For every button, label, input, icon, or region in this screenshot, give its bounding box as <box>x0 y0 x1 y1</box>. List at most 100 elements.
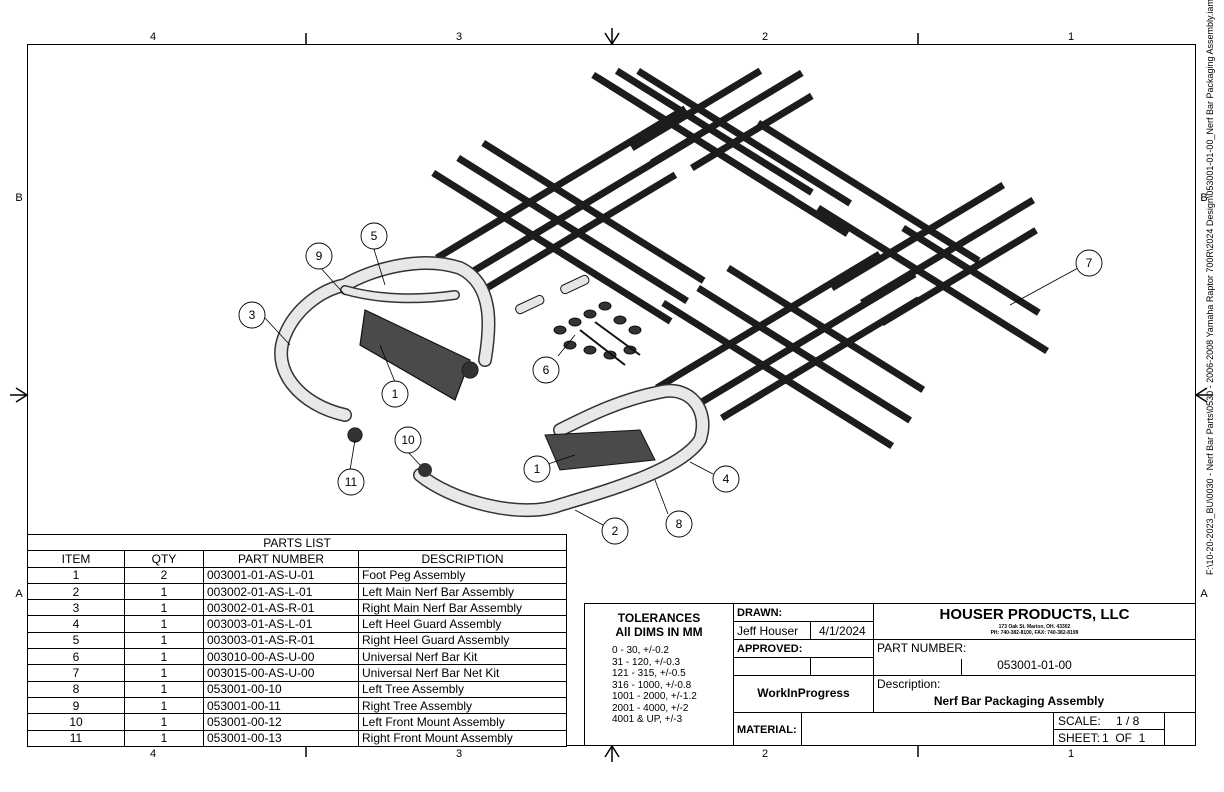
header-description: DESCRIPTION <box>358 550 567 568</box>
description-cell: Universal Nerf Bar Net Kit <box>358 664 567 682</box>
qty-cell: 1 <box>124 648 204 666</box>
part-number-cell: 003001-01-AS-U-01 <box>203 566 359 584</box>
qty-cell: 1 <box>124 631 204 650</box>
parts-list-header: ITEM QTY PART NUMBER DESCRIPTION <box>27 550 567 568</box>
tolerances-block: TOLERANCES All DIMS IN MM 0 - 30, +/-0.2… <box>584 603 734 746</box>
qty-cell: 1 <box>124 599 204 617</box>
company-phone: PH: 740-382-8100, FAX: 740-382-8199 <box>990 630 1079 636</box>
part-number-cell: 003003-01-AS-R-01 <box>203 631 359 650</box>
drawn-by-cell: Jeff Houser <box>733 621 811 640</box>
part-number-cell: 003002-01-AS-L-01 <box>203 582 359 601</box>
item-cell: 2 <box>27 582 125 601</box>
zone-left-b: B <box>15 192 23 204</box>
description-cell: Right Tree Assembly <box>358 696 567 715</box>
qty-cell: 1 <box>124 696 204 715</box>
company-cell: HOUSER PRODUCTS, LLC 173 Oak St. Marion,… <box>873 603 1196 640</box>
approved-label-cell: APPROVED: <box>733 639 874 658</box>
tolerances-units: All DIMS IN MM <box>615 625 703 639</box>
description-cell: Left Main Nerf Bar Assembly <box>358 582 567 601</box>
sheet-cell: SHEET: 1 OF 1 <box>1053 729 1165 746</box>
net-straps <box>431 67 1049 450</box>
tolerance-line: 31 - 120, +/-0.3 <box>612 656 681 668</box>
part-number-label: PART NUMBER: <box>877 641 967 655</box>
zone-right-a: A <box>1200 588 1208 600</box>
balloon-10: 10 <box>401 433 415 447</box>
balloon-4: 4 <box>722 472 730 486</box>
balloon-5: 5 <box>370 229 378 243</box>
drawn-label-cell: DRAWN: <box>733 603 874 622</box>
status-cell: WorkInProgress <box>733 675 874 713</box>
parts-list-table: PARTS LIST ITEM QTY PART NUMBER DESCRIPT… <box>27 533 567 747</box>
part-number-cell: 053001-00-13 <box>203 729 359 747</box>
tolerance-line: 1001 - 2000, +/-1.2 <box>612 691 697 702</box>
drawn-by: Jeff Houser <box>737 624 799 638</box>
part-number-cell: 053001-00-10 <box>203 680 359 698</box>
qty-cell: 1 <box>124 615 204 633</box>
right-nerf-bar <box>274 256 496 443</box>
description-cell: Right Main Nerf Bar Assembly <box>358 599 567 617</box>
description-cell: Description: Nerf Bar Packaging Assembly <box>873 675 1196 713</box>
header-item: ITEM <box>27 550 125 568</box>
tolerances-title: TOLERANCES <box>617 611 701 625</box>
zone-bottom-4: 4 <box>149 748 157 760</box>
zone-bottom-3: 3 <box>455 748 463 760</box>
part-number-cell: 003002-01-AS-R-01 <box>203 599 359 617</box>
header-part-number: PART NUMBER <box>203 550 359 568</box>
part-number-cell: 003003-01-AS-L-01 <box>203 615 359 633</box>
tolerance-line: 0 - 30, +/-0.2 <box>612 645 669 656</box>
balloon-2: 2 <box>611 524 619 538</box>
item-cell: 11 <box>27 729 125 747</box>
drawn-date-cell: 4/1/2024 <box>810 621 874 640</box>
balloon-3: 3 <box>248 308 256 322</box>
sheet-label: SHEET: <box>1058 731 1101 745</box>
balloon-6: 6 <box>542 363 550 377</box>
item-cell: 1 <box>27 566 125 584</box>
balloon-1b: 1 <box>533 462 541 476</box>
item-cell: 4 <box>27 615 125 633</box>
qty-cell: 2 <box>124 566 204 584</box>
zone-bottom-1: 1 <box>1067 748 1075 760</box>
item-cell: 10 <box>27 713 125 731</box>
drawn-label: DRAWN: <box>737 607 783 619</box>
material-value-cell <box>801 712 1054 746</box>
company-name: HOUSER PRODUCTS, LLC <box>939 606 1130 623</box>
scale-value: 1 / 8 <box>1116 714 1140 728</box>
approved-date-cell <box>810 657 874 676</box>
zone-bottom-2: 2 <box>761 748 769 760</box>
qty-cell: 1 <box>124 680 204 698</box>
part-number-cell: 003010-00-AS-U-00 <box>203 648 359 666</box>
description-cell: Left Front Mount Assembly <box>358 713 567 731</box>
part-number-cell: PART NUMBER: 053001-01-00 <box>873 639 1196 676</box>
company-address: 173 Oak St. Marion, OH. 43302 <box>998 624 1071 630</box>
zone-left-a: A <box>15 588 23 600</box>
part-number-value: 053001-01-00 <box>997 658 1072 672</box>
approved-by-cell <box>733 657 811 676</box>
item-cell: 6 <box>27 648 125 666</box>
item-cell: 8 <box>27 680 125 698</box>
description-cell: Foot Peg Assembly <box>358 566 567 584</box>
part-number-cell: 053001-00-11 <box>203 696 359 715</box>
drawn-date: 4/1/2024 <box>819 624 866 638</box>
material-label-cell: MATERIAL: <box>733 712 802 746</box>
part-number-cell: 053001-00-12 <box>203 713 359 731</box>
tolerance-line: 2001 - 4000, +/-2 <box>612 702 689 714</box>
hardware-kit <box>515 274 642 366</box>
parts-list-title: PARTS LIST <box>27 533 567 552</box>
description-cell: Left Tree Assembly <box>358 680 567 698</box>
zone-top-1: 1 <box>1067 31 1075 43</box>
balloon-11: 11 <box>344 475 358 489</box>
zone-right-b: B <box>1200 192 1208 204</box>
